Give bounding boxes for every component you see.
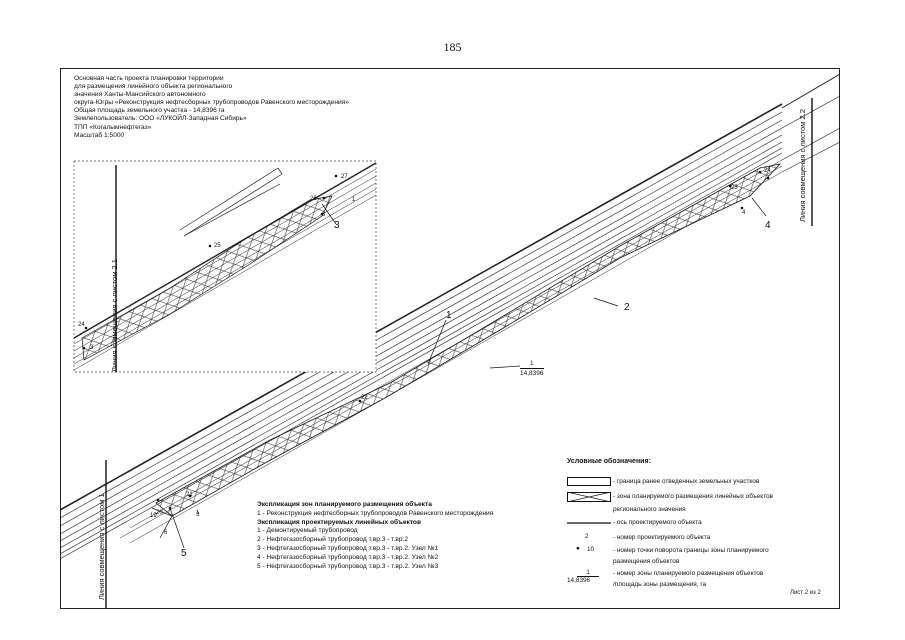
title-line: значения Ханты-Мансийского автономного <box>74 91 206 99</box>
point-label: 27 <box>341 174 348 180</box>
title-line: для размещения линейного объекта региона… <box>74 83 233 91</box>
planned-zone <box>155 163 782 517</box>
legend-header: Условные обозначения: <box>567 458 651 465</box>
explication-objects-header: Экспликация проектируемых линейных объек… <box>257 518 422 526</box>
point-label: 24 <box>764 168 771 174</box>
explication-object-item: 3 - Нефтегазосборный трубопровод т.вр.3 … <box>257 544 439 552</box>
dot-icon: ● <box>576 545 580 552</box>
page-number: 185 <box>443 40 462 54</box>
legend-item-axis: - ось проектируемого объекта <box>567 519 702 529</box>
legend-text: - ось проектируемого объекта <box>613 519 702 526</box>
legend: Условные обозначения: - граница ранее от… <box>566 458 773 588</box>
callout-5: 5 <box>181 548 187 559</box>
match-line-label-1: Линия совмещения с листом 1 <box>97 493 106 600</box>
explication-object-item: 4 - Нефтегазосборный трубопровод т.вр.3 … <box>257 553 439 561</box>
title-line: Основная часть проекта планировки террит… <box>74 75 224 82</box>
legend-item-zone: - зона планируемого размещения линейных … <box>566 491 773 513</box>
point-label: 3 <box>90 345 94 351</box>
legend-text: - зона планируемого размещения линейных … <box>613 493 773 500</box>
point-label: 1 <box>352 197 356 203</box>
point-label: 4 <box>742 210 746 216</box>
point-label: 22 <box>361 395 368 401</box>
callout-4: 4 <box>765 220 771 231</box>
explication-block: Экспликация зон планируемого размещения … <box>257 501 493 571</box>
legend-sample-num: 1 <box>577 569 599 577</box>
callout-2: 2 <box>624 302 630 313</box>
legend-text: - номер проектируемого объекта <box>613 534 711 541</box>
legend-text: - граница ранее отведенных земельных уча… <box>613 478 760 485</box>
explication-zones-header: Экспликация зон планируемого размещения … <box>257 501 432 508</box>
callout-1: 1 <box>446 310 452 321</box>
legend-sample: 10 <box>587 546 595 553</box>
boundary-box-icon <box>567 477 611 486</box>
point-label: 26 <box>310 196 317 202</box>
point-label: 25 <box>214 243 221 249</box>
map-drawing <box>60 73 840 608</box>
point-label: 23 <box>731 185 738 191</box>
sheet-number: Лист 2 из 2 <box>790 590 821 596</box>
title-line: Масштаб 1:5000 <box>74 131 125 139</box>
point-label: 3 <box>322 212 326 218</box>
zone-label-area: 14,8396 <box>520 370 544 377</box>
point-label: 6 <box>164 530 168 536</box>
legend-sample-area: 14,8396 <box>567 577 591 584</box>
inset-zone <box>81 195 333 361</box>
point-label: 1 <box>196 510 200 516</box>
legend-text: /площадь зоны размещения, га <box>613 581 707 588</box>
turn-points <box>82 170 770 510</box>
zone-label-number: 1 <box>520 360 544 369</box>
match-line-label-2-2: Линия совмещения с листом 2.2 <box>798 109 807 222</box>
zone-label: 1 14,8396 <box>520 360 544 378</box>
legend-sample: 2 <box>585 533 589 540</box>
callout-leaders <box>169 197 767 549</box>
map-sheet-frame <box>60 68 840 609</box>
legend-text: размещения объектов <box>613 558 680 565</box>
point-label: 21 <box>186 492 193 498</box>
match-line-label-2-1: Линия совмещения с листом 2.1 <box>110 259 119 372</box>
zone-cross-icon <box>566 491 612 503</box>
legend-item-boundary: - граница ранее отведенных земельных уча… <box>567 477 759 488</box>
legend-text: - номер точки поворота границы зоны план… <box>613 547 769 554</box>
planned-zone-edge <box>151 507 173 539</box>
title-line: Общая площадь земельного участка - 14,83… <box>74 107 225 115</box>
explication-object-item: 5 - Нефтегазосборный трубопровод т.вр.3 … <box>257 562 439 570</box>
point-label: 24 <box>78 322 85 328</box>
point-label: 19 <box>150 513 157 519</box>
point-label: 3 <box>196 512 200 518</box>
title-line: ТПП «Когалымнефтегаз» <box>74 123 152 131</box>
callout-3: 3 <box>334 220 340 231</box>
axis-line-icon <box>567 522 611 524</box>
title-block: Основная часть проекта планировки террит… <box>74 75 349 140</box>
point-label: 20 <box>156 510 163 516</box>
explication-object-item: 1 - Демонтируемый трубопровод <box>257 527 358 535</box>
legend-text: регионального значения <box>613 506 686 513</box>
title-line: округа-Югры «Реконструкция нефтесборных … <box>74 99 349 107</box>
title-line: Землепользователь: ООО «ЛУКОЙЛ-Западная … <box>74 115 247 123</box>
explication-zone-item: 1 - Реконструкция нефтесборных трубопров… <box>257 509 494 517</box>
explication-object-item: 2 - Нефтегазосборный трубопровод т.вр.3 … <box>257 536 409 544</box>
legend-text: - номер зоны планируемого размещения объ… <box>613 570 764 577</box>
